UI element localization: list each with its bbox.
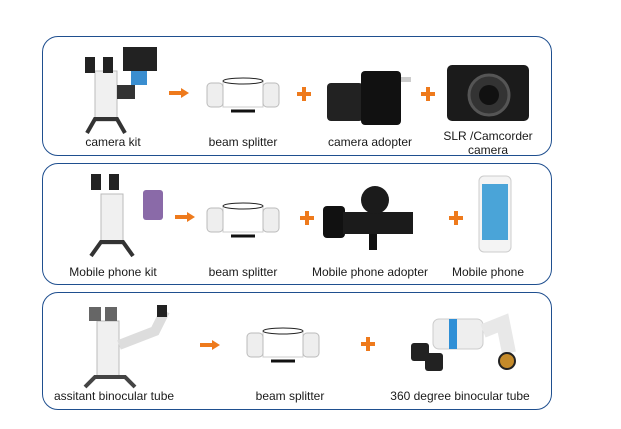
slr-camera-icon	[447, 65, 529, 121]
phone-adapter-icon	[323, 186, 413, 250]
item-label: assitant binocular tube	[53, 389, 175, 403]
item-label: beam splitter	[208, 135, 278, 149]
item-label: Mobile phone adopter	[311, 265, 429, 279]
assistant-binocular-panel: assitant binocular tube beam splitter 36…	[42, 292, 552, 410]
microscope-with-phone-icon	[89, 174, 163, 258]
microscope-with-assistant-tube-icon	[83, 305, 170, 389]
plus-icon	[297, 87, 311, 101]
item-label: beam splitter	[255, 389, 325, 403]
plus-icon	[449, 211, 463, 225]
plus-icon	[361, 337, 375, 351]
plus-icon	[421, 87, 435, 101]
plus-icon	[300, 211, 314, 225]
microscope-with-camera-icon	[85, 47, 157, 134]
arrow-right-icon	[169, 88, 189, 98]
mobile-phone-kit-panel: Mobile phone kit beam splitter Mobile ph…	[42, 163, 552, 285]
smartphone-icon	[478, 175, 512, 253]
item-label: Mobile phone kit	[69, 265, 157, 279]
beam-splitter-icon	[206, 77, 280, 113]
beam-splitter-icon	[206, 202, 280, 238]
camera-kit-panel: camera kit beam splitter camera adopter …	[42, 36, 552, 157]
item-label: Mobile phone	[451, 265, 525, 279]
item-label-line2: camera	[467, 143, 508, 157]
arrow-right-icon	[175, 212, 195, 222]
item-label-line1: SLR /Camcorder	[443, 129, 533, 143]
item-label: 360 degree binocular tube	[390, 389, 530, 403]
item-label: SLR /Camcorder camera	[443, 129, 532, 157]
arrow-right-icon	[200, 340, 220, 350]
item-label: camera kit	[85, 135, 141, 149]
beam-splitter-icon	[246, 327, 320, 363]
camera-adapter-icon	[327, 71, 411, 125]
binocular-tube-icon	[411, 313, 516, 371]
item-label: camera adopter	[327, 135, 413, 149]
item-label: beam splitter	[208, 265, 278, 279]
